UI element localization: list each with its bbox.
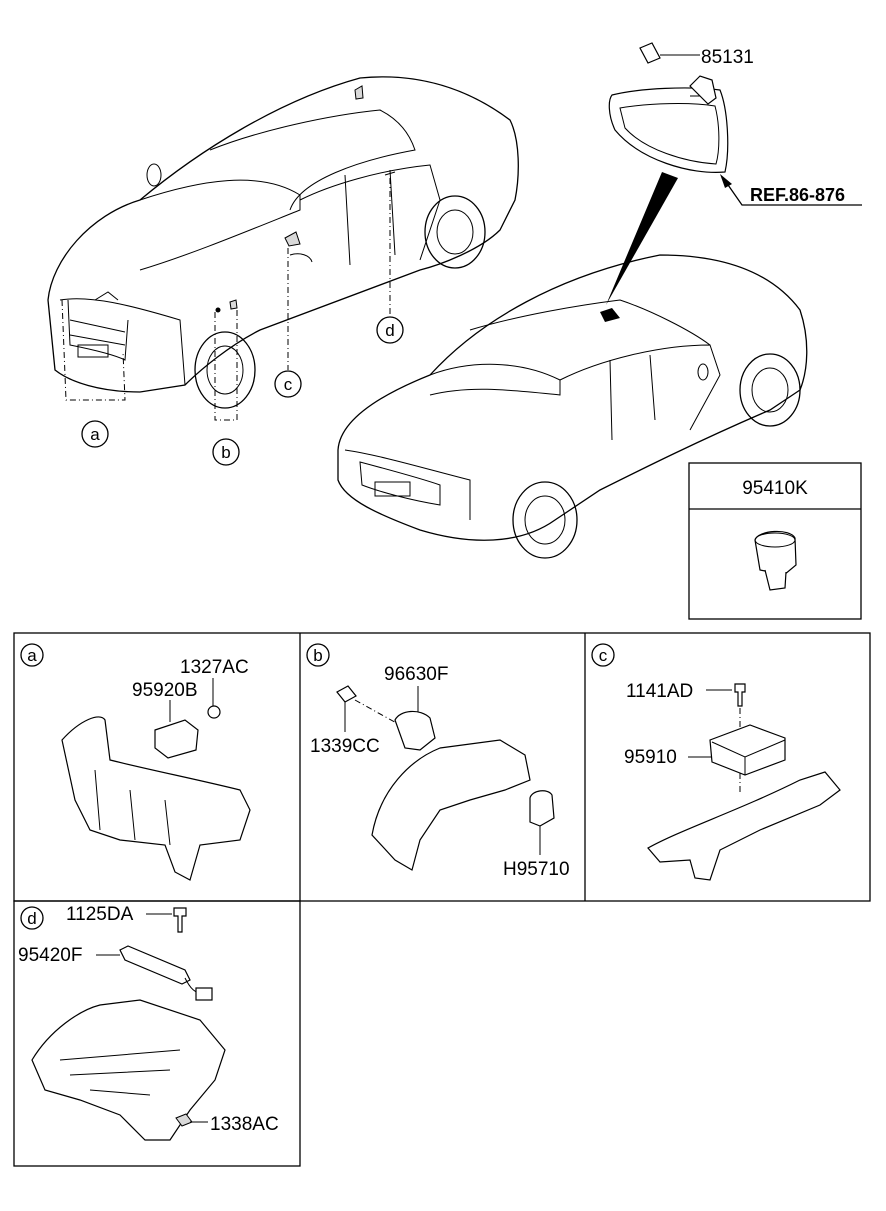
part-1141ad-label: 1141AD — [626, 681, 693, 702]
part-95910-label: 95910 — [624, 747, 677, 768]
rearview-mirror-illustration — [608, 42, 729, 173]
panel-d: d 1125DA 95420F 1338AC — [18, 904, 279, 1141]
panel-c-tag — [591, 643, 615, 667]
panel-c: c 1141AD 95910 — [591, 643, 841, 881]
ref-leader-line — [725, 181, 862, 206]
callout-b-label: b — [221, 443, 230, 462]
panel-d-tag-label: d — [27, 909, 36, 928]
ref-86-876-label: REF.86-876 — [750, 185, 845, 205]
callout-c-label: c — [284, 375, 293, 394]
sensor-95920b — [154, 719, 199, 759]
floor-panel-assembly — [31, 999, 226, 1141]
part-95410k-box: 95410K — [688, 462, 862, 620]
mirror-pointer-arrow — [606, 172, 678, 305]
panel-b: b 96630F 1339CC H95710 — [306, 643, 570, 880]
panel-a-tag — [20, 643, 44, 667]
detail-panels-frame — [13, 632, 871, 1167]
nut-1339cc — [336, 685, 357, 703]
floor-rail-panel — [647, 771, 841, 881]
callout-d-label: d — [385, 321, 394, 340]
bolt-1141ad — [734, 683, 746, 707]
ref-arrow-head — [720, 174, 732, 188]
part-1338ac-label: 1338AC — [210, 1114, 279, 1135]
bolt-1125da — [173, 907, 187, 933]
part-95420f-label: 95420F — [18, 945, 82, 966]
callout-a-label: a — [90, 425, 100, 444]
airbag-module-95910 — [709, 724, 786, 776]
wheel-housing-panel — [371, 739, 531, 871]
nut-1327ac — [207, 705, 221, 719]
panel-d-tag — [20, 906, 44, 930]
part-95410k-label: 95410K — [742, 478, 808, 499]
front-car-illustration — [47, 76, 519, 409]
front-car-leaders — [61, 178, 391, 421]
panel-a: a 1327AC 95920B — [20, 643, 251, 881]
sensor-95420f — [119, 945, 191, 985]
front-panel-assembly — [61, 716, 251, 881]
part-h95710-label: H95710 — [503, 859, 570, 880]
sensor-h95710 — [529, 790, 555, 827]
part-96630f-label: 96630F — [384, 664, 448, 685]
part-85131-label: 85131 — [701, 47, 754, 68]
part-1327ac-label: 1327AC — [180, 657, 249, 678]
callout-d-circle — [376, 316, 404, 344]
panel-a-tag-label: a — [27, 646, 37, 665]
rear-car-illustration — [337, 254, 808, 559]
panel-c-tag-label: c — [599, 646, 608, 665]
sensor-96630f — [394, 710, 436, 751]
part-1125da-label: 1125DA — [66, 904, 134, 925]
part-95920b-label: 95920B — [132, 680, 198, 701]
panel-b-tag-label: b — [313, 646, 322, 665]
callout-a-circle — [81, 420, 109, 448]
part-1339cc-label: 1339CC — [310, 736, 380, 757]
callout-c-circle — [274, 370, 302, 398]
callout-b-circle — [212, 438, 240, 466]
panel-b-tag — [306, 643, 330, 667]
